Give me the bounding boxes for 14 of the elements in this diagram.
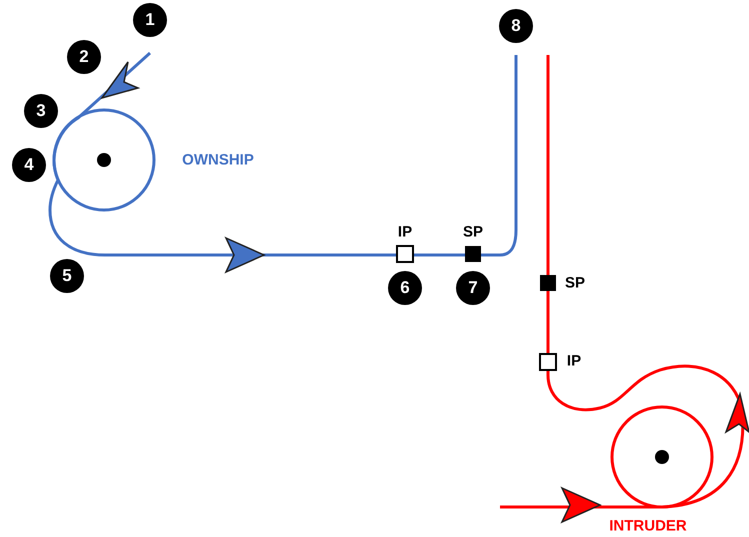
point-label: IP: [398, 224, 412, 240]
callout-number: 8: [499, 9, 533, 43]
callout-number: 6: [388, 271, 422, 305]
callout-number: 5: [50, 259, 84, 293]
ship-label: OWNSHIP: [182, 152, 254, 168]
point-label: SP: [565, 274, 585, 292]
callout-number: 1: [133, 3, 167, 37]
callout-number: 4: [12, 148, 46, 182]
callout-number: 3: [24, 94, 58, 128]
callout-number: 2: [67, 40, 101, 74]
point-label: IP: [566, 352, 582, 370]
point-label: SP: [463, 224, 483, 240]
callout-number: 7: [456, 271, 490, 305]
ship-label: INTRUDER: [609, 518, 687, 534]
